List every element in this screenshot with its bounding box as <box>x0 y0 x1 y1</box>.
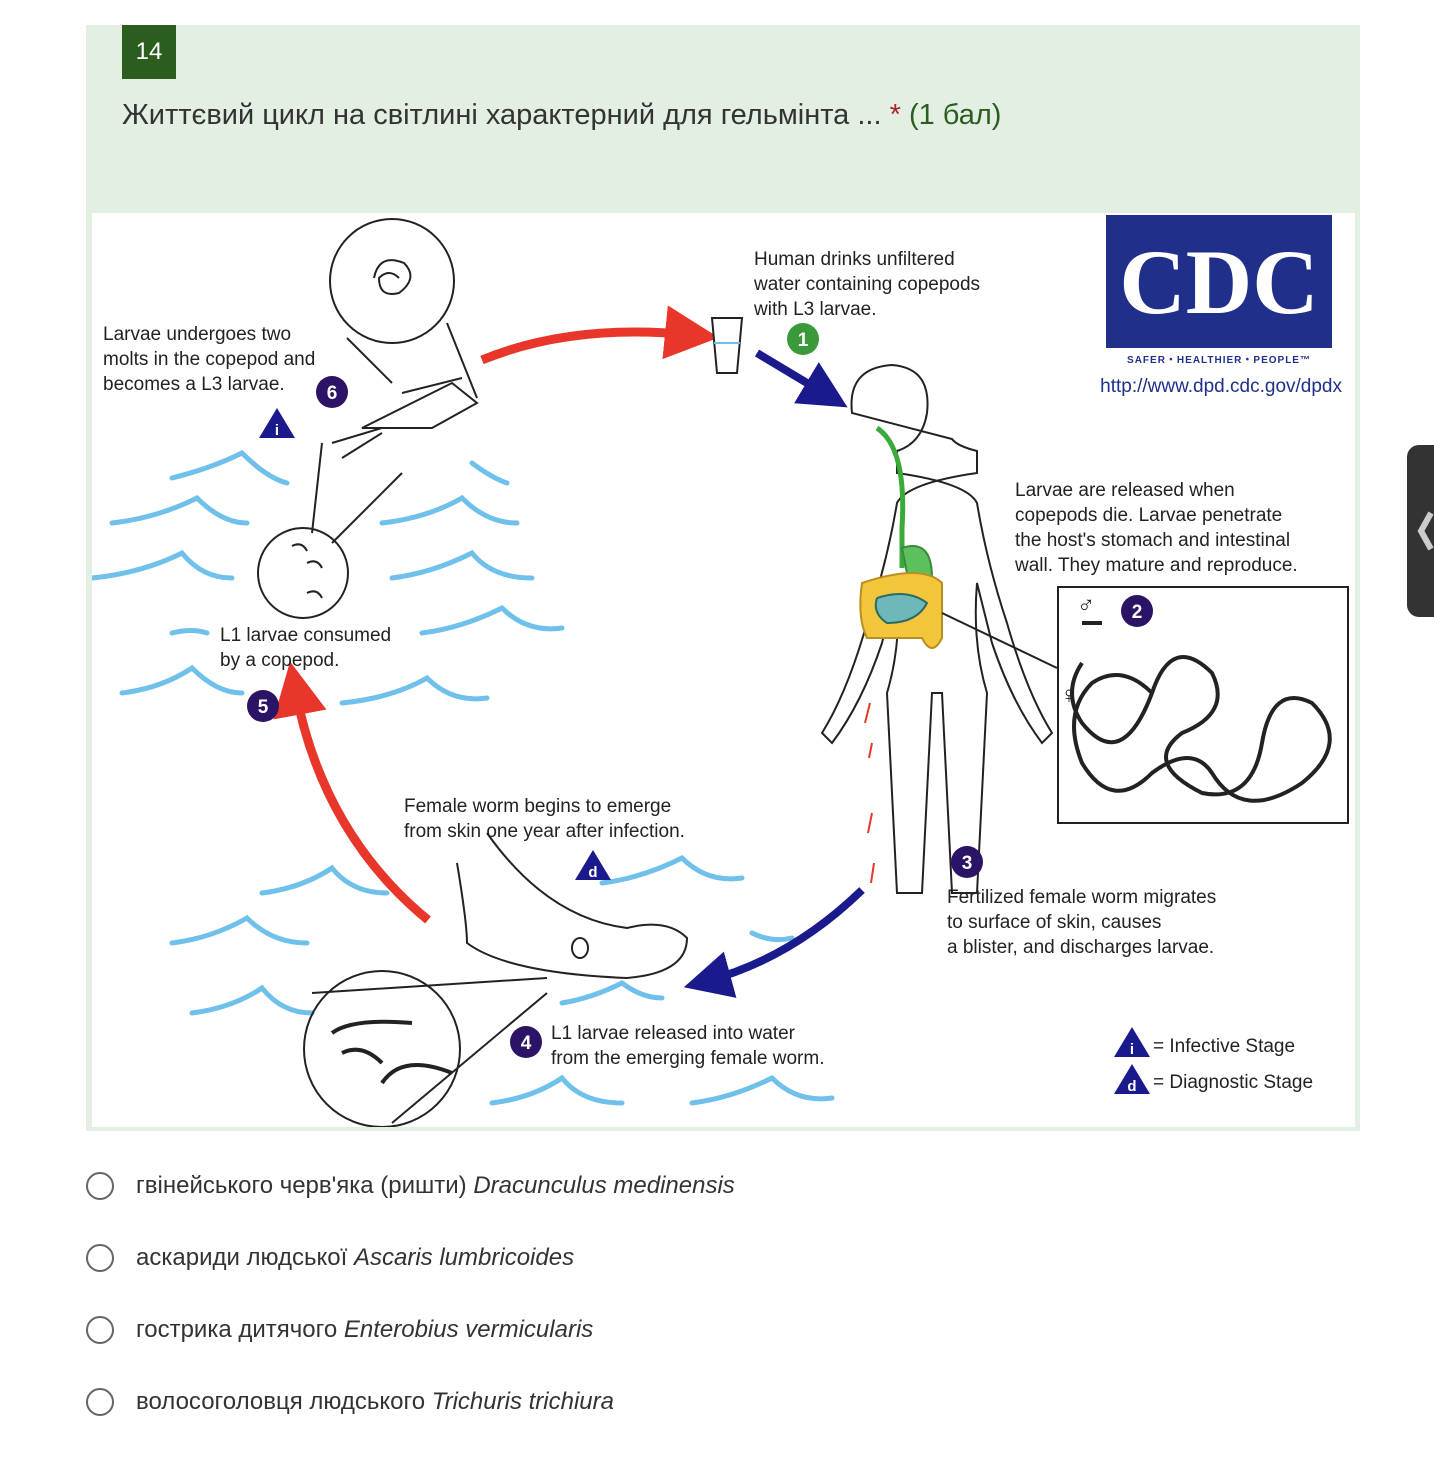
option-ascaris[interactable]: аскариди людської Ascaris lumbricoides <box>86 1244 574 1272</box>
option-trichuris[interactable]: волосоголовця людського Trichuris trichi… <box>86 1388 614 1416</box>
question-number: 14 <box>122 25 176 79</box>
water-waves <box>89 449 835 1106</box>
step3-label: Fertilized female worm migrates to surfac… <box>947 887 1216 958</box>
svg-text:a blister, and discharges larv: a blister, and discharges larvae. <box>947 937 1214 958</box>
radio-button[interactable] <box>86 1388 114 1416</box>
question-card: 14 Життєвий цикл на світлині характерний… <box>86 25 1360 1131</box>
option-label: волосоголовця людського Trichuris trichi… <box>136 1388 614 1415</box>
option-label: гострика дитячого Enterobius vermiculari… <box>136 1316 594 1343</box>
step5-label: L1 larvae consumed by a copepod. <box>220 625 391 671</box>
copepod-illustration <box>257 218 479 619</box>
cdc-url: http://www.dpd.cdc.gov/dpdx <box>1100 376 1342 397</box>
option-dracunculus[interactable]: гвінейського черв'яка (ришти) Dracunculu… <box>86 1172 735 1200</box>
svg-text:1: 1 <box>798 330 809 351</box>
svg-text:with L3 larvae.: with L3 larvae. <box>753 299 877 320</box>
question-text: Життєвий цикл на світлині характерний дл… <box>122 99 882 131</box>
human-body-illustration <box>820 363 1058 894</box>
step2-label: Larvae are released when copepods die. La… <box>1014 480 1298 576</box>
svg-text:5: 5 <box>258 697 269 718</box>
radio-button[interactable] <box>86 1316 114 1344</box>
chevron-left-icon <box>1417 511 1434 551</box>
svg-text:water containing copepods: water containing copepods <box>753 274 980 295</box>
svg-text:Fertilized female worm migrate: Fertilized female worm migrates <box>947 887 1216 908</box>
legend: i = Infective Stage d = Diagnostic Stage <box>1114 1027 1313 1095</box>
svg-text:Female worm begins to emerge: Female worm begins to emerge <box>404 796 671 817</box>
water-glass-icon <box>710 317 744 374</box>
radio-button[interactable] <box>86 1244 114 1272</box>
svg-text:copepods die. Larvae penetrat: copepods die. Larvae penetrate <box>1015 505 1282 526</box>
svg-text:becomes a L3 larvae.: becomes a L3 larvae. <box>103 374 285 395</box>
foot-illustration <box>303 832 689 1128</box>
svg-text:wall. They mature and reprodu: wall. They mature and reproduce. <box>1014 555 1298 576</box>
svg-text:L1 larvae consumed: L1 larvae consumed <box>220 625 391 646</box>
female-symbol: ♀ <box>1060 682 1078 709</box>
svg-text:from the emerging female worm.: from the emerging female worm. <box>551 1048 825 1069</box>
svg-text:i: i <box>275 422 279 439</box>
infective-stage-triangle-icon: i <box>259 408 295 439</box>
arrow-3-to-4 <box>683 887 865 998</box>
svg-text:2: 2 <box>1132 602 1143 623</box>
step-number-circles: 1 2 3 4 5 6 <box>247 323 1153 1058</box>
svg-text:Human drinks unfiltered: Human drinks unfiltered <box>754 249 955 270</box>
cdc-logo: CDC SAFER・HEALTHIER・PEOPLE™ <box>1106 215 1332 366</box>
svg-text:to surface of skin, causes: to surface of skin, causes <box>947 912 1161 933</box>
svg-text:CDC: CDC <box>1119 231 1318 333</box>
svg-text:Larvae undergoes two: Larvae undergoes two <box>103 324 291 345</box>
svg-text:Larvae are released when: Larvae are released when <box>1015 480 1235 501</box>
diagnostic-stage-triangle-icon: d <box>575 850 611 881</box>
svg-text:SAFER・HEALTHIER・PEOPLE™: SAFER・HEALTHIER・PEOPLE™ <box>1127 355 1311 366</box>
required-mark: * <box>889 99 901 131</box>
question-points: (1 бал) <box>908 99 1002 131</box>
svg-text:d: d <box>1127 1078 1136 1095</box>
svg-text:= Infective Stage: = Infective Stage <box>1153 1036 1295 1057</box>
step6-label: Larvae undergoes two molts in the copepod… <box>103 324 315 395</box>
life-cycle-image: CDC SAFER・HEALTHIER・PEOPLE™ http://www.d… <box>89 213 1355 1128</box>
svg-text:by a copepod.: by a copepod. <box>220 650 339 671</box>
option-label: гвінейського черв'яка (ришти) Dracunculu… <box>136 1172 735 1199</box>
arrow-4-to-5 <box>273 661 431 924</box>
arrow-1-to-2 <box>754 349 848 408</box>
svg-text:molts in the copepod and: molts in the copepod and <box>103 349 315 370</box>
side-panel-toggle[interactable] <box>1407 445 1434 617</box>
option-label: аскариди людської Ascaris lumbricoides <box>136 1244 575 1271</box>
question-title: Життєвий цикл на світлині характерний дл… <box>122 99 1001 132</box>
svg-text:the host's stomach and intesti: the host's stomach and intestinal <box>1015 530 1290 551</box>
adult-worms-box <box>1057 586 1349 824</box>
svg-text:from skin one year after infec: from skin one year after infection. <box>404 821 685 842</box>
emerge-label: Female worm begins to emerge from skin on… <box>404 796 685 842</box>
option-enterobius[interactable]: гострика дитячого Enterobius vermiculari… <box>86 1316 593 1344</box>
svg-text:= Diagnostic Stage: = Diagnostic Stage <box>1153 1072 1313 1093</box>
step4-label: L1 larvae released into water from the em… <box>551 1023 825 1069</box>
svg-text:d: d <box>588 864 597 881</box>
arrow-6-to-1 <box>480 305 719 365</box>
svg-text:4: 4 <box>521 1033 532 1054</box>
radio-button[interactable] <box>86 1172 114 1200</box>
svg-text:6: 6 <box>327 383 338 404</box>
svg-text:3: 3 <box>962 853 973 874</box>
svg-text:L1 larvae released into water: L1 larvae released into water <box>551 1023 796 1044</box>
male-symbol: ♂ <box>1077 592 1095 619</box>
svg-text:i: i <box>1130 1041 1134 1058</box>
step1-label: Human drinks unfiltered water containing … <box>753 249 980 320</box>
